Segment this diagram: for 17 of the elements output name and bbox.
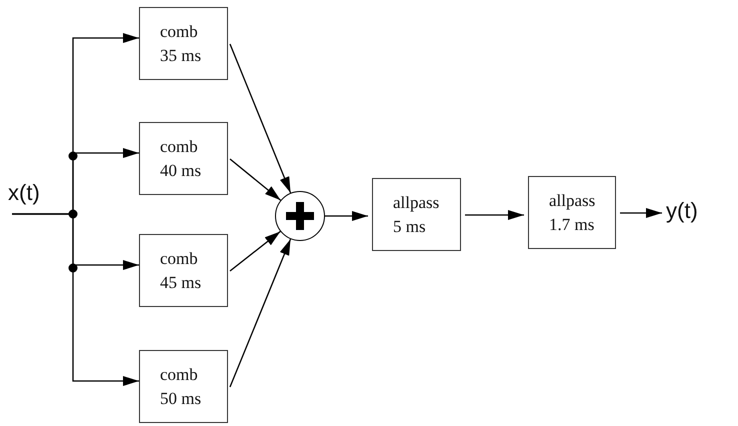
signal-label: y(t) xyxy=(666,198,698,224)
process-box: comb 35 ms xyxy=(139,7,228,80)
process-box: allpass 5 ms xyxy=(372,178,461,251)
signal-label: x(t) xyxy=(8,180,40,206)
arrow xyxy=(12,213,139,386)
process-box: allpass 1.7 ms xyxy=(528,176,616,249)
process-box: comb 40 ms xyxy=(139,122,228,195)
process-box: comb 45 ms xyxy=(139,234,228,307)
arrow xyxy=(325,211,368,221)
summing-junction xyxy=(275,191,325,241)
arrow xyxy=(230,158,282,201)
arrow xyxy=(620,208,662,218)
arrow xyxy=(230,230,281,272)
arrow xyxy=(465,210,524,220)
arrow xyxy=(229,238,292,388)
arrow xyxy=(229,44,292,194)
process-box: comb 50 ms xyxy=(139,350,228,423)
